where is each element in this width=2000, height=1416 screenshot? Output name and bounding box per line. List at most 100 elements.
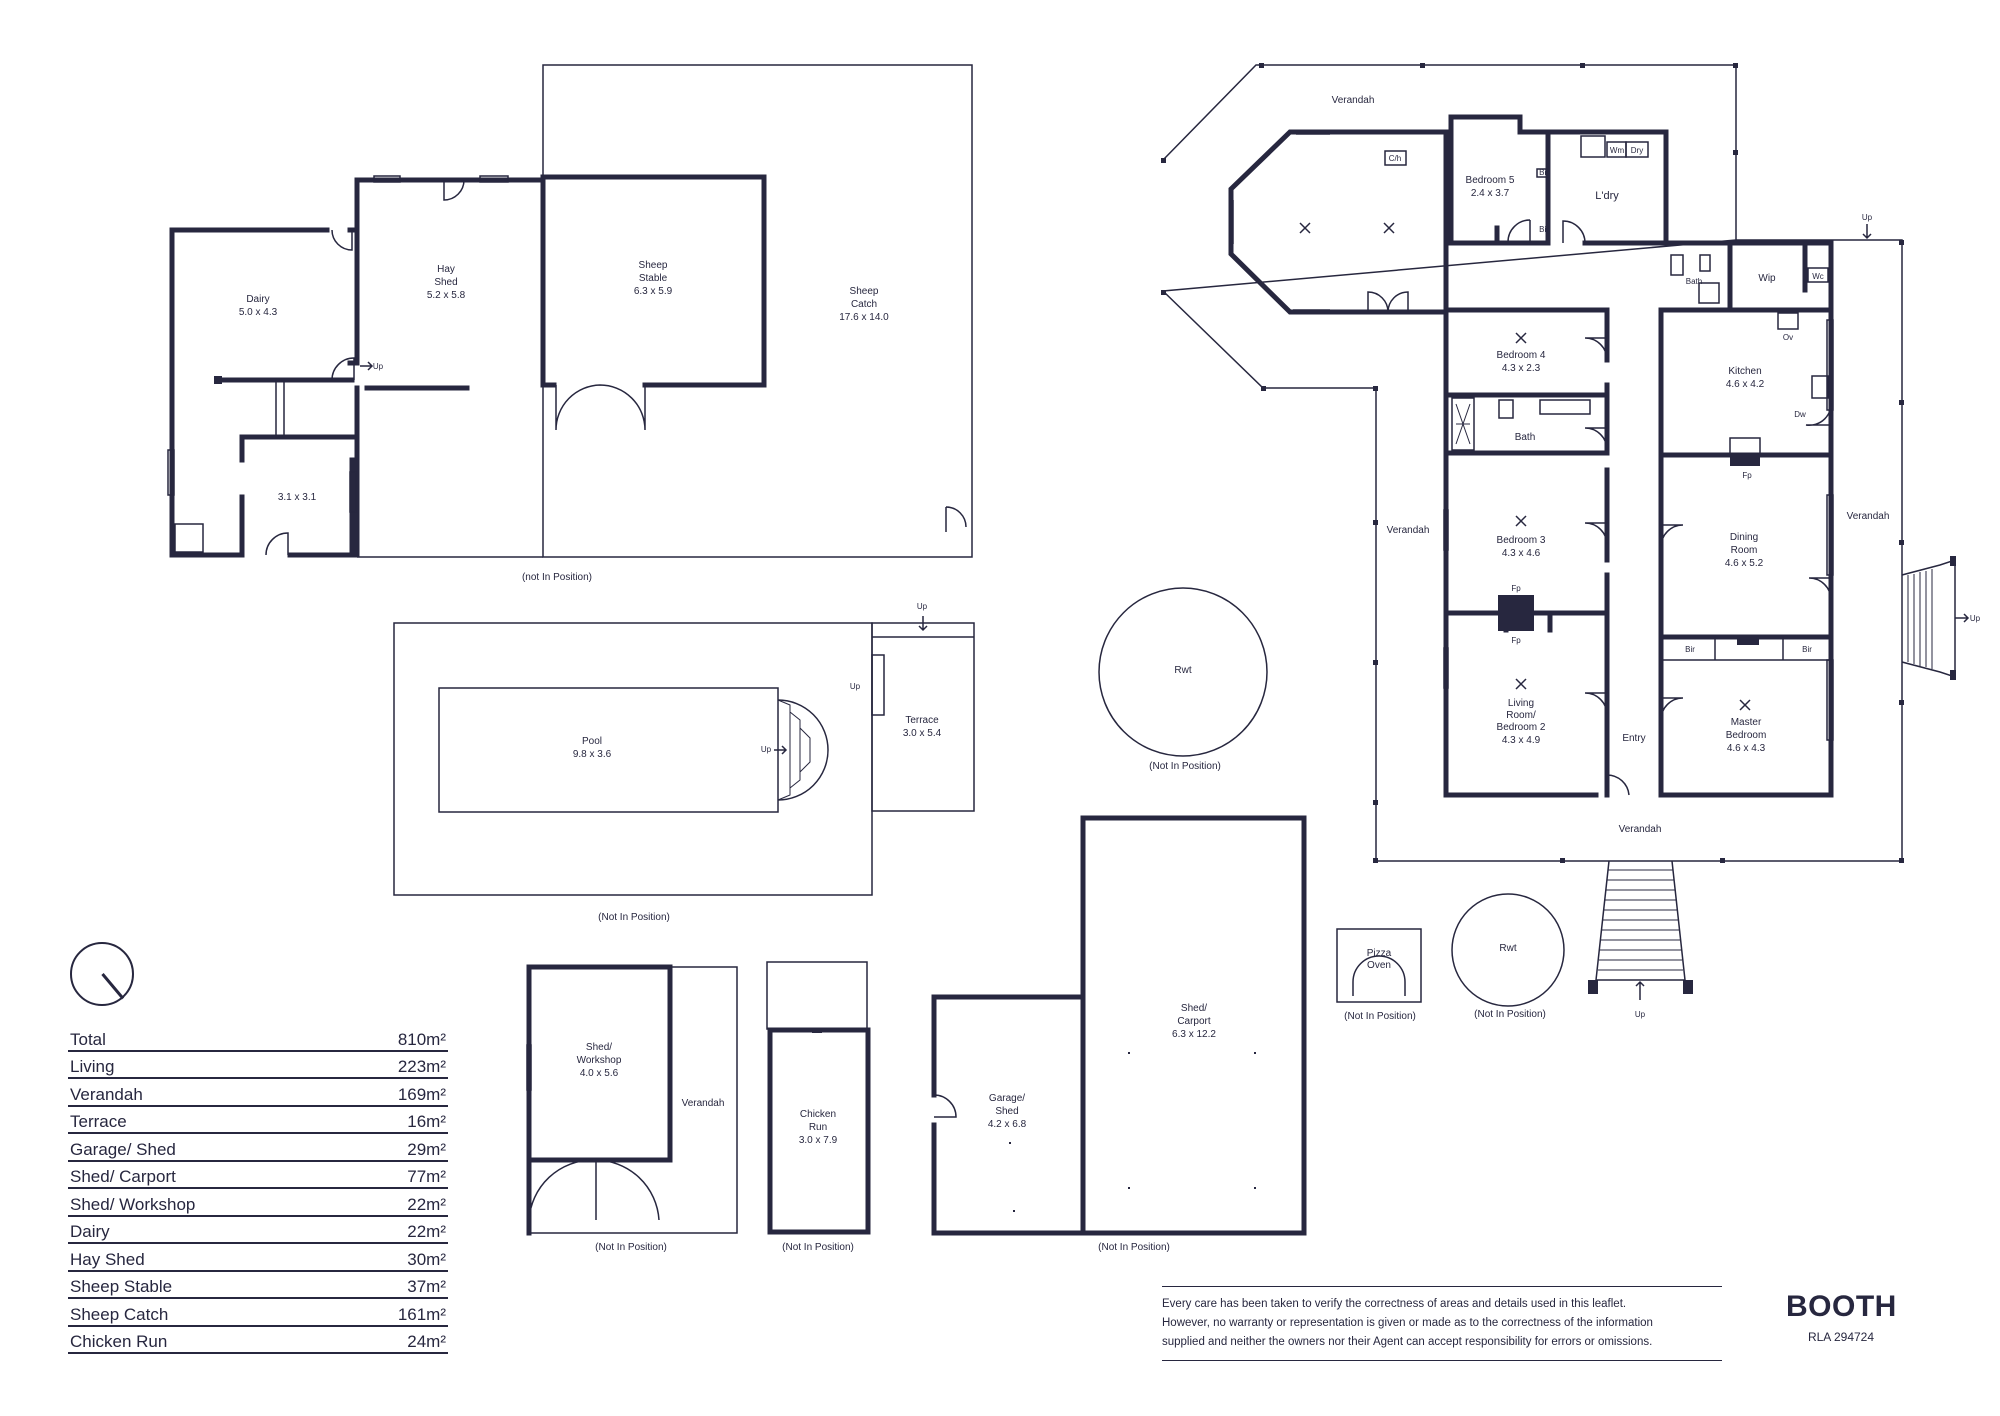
dairy-door-3 (265, 532, 289, 556)
living-window (1443, 647, 1449, 689)
family-room-windows (1232, 133, 1330, 311)
rwt-circle-2 (1451, 893, 1565, 1007)
area-value: 22m² (407, 1194, 446, 1214)
right-step-lines (1907, 569, 1933, 669)
area-label: Total (70, 1029, 106, 1049)
fp-label-1: Fp (1511, 584, 1521, 593)
garage-walls (931, 815, 1307, 1236)
verandah-left-label: Verandah (1387, 525, 1430, 536)
kitchen-label: Kitchen (1728, 366, 1761, 377)
area-value: 810m² (397, 1029, 446, 1049)
not-in-position-label-2: (Not In Position) (598, 912, 670, 923)
area-value: 77m² (407, 1167, 446, 1186)
sheep-stable-dims: 6.3 x 5.9 (634, 286, 673, 297)
laundry-sink (1580, 135, 1606, 158)
chicken-run-label-2: Run (809, 1122, 827, 1133)
master-fireplace (1737, 637, 1759, 645)
chicken-run-post (812, 1028, 822, 1033)
area-label: Terrace (70, 1112, 127, 1131)
dairy-dims: 5.0 x 4.3 (239, 307, 278, 318)
bedroom3-door (1584, 522, 1608, 546)
pizza-oven-label-1: Pizza (1367, 948, 1392, 959)
area-label: Hay Shed (70, 1249, 145, 1269)
dw-label: Dw (1794, 410, 1806, 419)
rwt-note-2: (Not In Position) (1474, 1009, 1546, 1020)
shed-workshop-label-1: Shed/ (586, 1042, 612, 1053)
room31-dims: 3.1 x 3.1 (278, 492, 317, 503)
dry-box (1625, 141, 1649, 158)
cooktop (1777, 312, 1799, 330)
rainwater-tank-2: Rwt (Not In Position) (1451, 893, 1565, 1020)
area-label: Sheep Catch (70, 1304, 169, 1324)
sheep-catch-label-2: Catch (851, 299, 877, 310)
ch-label: C/h (1389, 154, 1401, 163)
carport-note: (Not In Position) (1098, 1242, 1170, 1253)
bath-wc-fixture (1670, 254, 1684, 276)
sheep-stable-label-1: Sheep (639, 260, 668, 271)
main-house: C/h Wm Dry Bir Bir Bedroom 5 2.4 x 3.7 L… (1161, 63, 1981, 1019)
area-value: 169m² (397, 1084, 446, 1104)
wood-stove (1729, 437, 1761, 455)
bedroom5-fixture (1536, 168, 1548, 178)
area-row: Total 810m² (68, 1024, 448, 1052)
shed-workshop-label-2: Workshop (577, 1055, 622, 1066)
top-up-label: Up (1862, 213, 1873, 222)
chicken-run-walls (767, 1027, 871, 1235)
agency-rla: RLA 294724 (1807, 1330, 1875, 1344)
area-value: 22m² (407, 1222, 446, 1241)
bir-master-1: Bir (1685, 645, 1695, 654)
area-value: 30m² (407, 1249, 446, 1269)
fp-label-2: Fp (1511, 636, 1521, 645)
pizza-oven-note: (Not In Position) (1344, 1011, 1416, 1022)
dairy-post (214, 376, 222, 384)
dairy-walls (169, 227, 360, 558)
bedroom3-label: Bedroom 3 (1497, 535, 1546, 546)
garage-door (933, 1094, 957, 1118)
bir-laundry-2: Bir (1539, 225, 1549, 234)
disclaimer-line-1: Every care has been taken to verify the … (1162, 1298, 1627, 1310)
living-label-1: Living (1508, 698, 1534, 709)
north-compass-icon (70, 942, 134, 1006)
bedroom5-dims: 2.4 x 3.7 (1471, 188, 1510, 199)
bir-laundry: Bir (1539, 168, 1549, 177)
dairy-window-2 (349, 471, 357, 513)
front-step-lines (1598, 869, 1683, 971)
bath-basin (1699, 254, 1711, 272)
dining-door (1660, 524, 1684, 548)
area-label: Garage/ Shed (70, 1139, 176, 1159)
pool-steps-round (777, 699, 829, 801)
sheep-stable-doors (555, 384, 646, 431)
shed-workshop-window (526, 1044, 532, 1091)
hay-shed-door (443, 179, 465, 201)
dairy-door-2 (331, 357, 355, 381)
disclaimer-line-2: However, no warranty or representation i… (1162, 1317, 1653, 1329)
dry-label: Dry (1631, 146, 1643, 155)
bedroom4-label: Bedroom 4 (1497, 350, 1546, 361)
shed-workshop-dims: 4.0 x 5.6 (580, 1068, 619, 1079)
pool-steps (777, 699, 811, 801)
terrace-up-arrow-icon (918, 616, 928, 632)
step-post-2 (1950, 670, 1956, 680)
bedroom5-door (1507, 219, 1531, 243)
dairy-up-arrow-icon (360, 361, 374, 371)
bath-toilet (1498, 399, 1514, 419)
fp-label-3: Fp (1742, 471, 1752, 480)
kitchen-sink (1811, 375, 1829, 399)
dairy-door (331, 229, 353, 251)
sheep-catch-door (945, 506, 967, 532)
laundry-door (1562, 220, 1586, 244)
chicken-run: Chicken Run 3.0 x 7.9 (Not In Position) (766, 961, 871, 1253)
chicken-run-note: (Not In Position) (782, 1242, 854, 1253)
living-dims: 4.3 x 4.9 (1502, 735, 1541, 746)
garage-label-2: Shed (995, 1106, 1018, 1117)
pizza-oven: Pizza Oven (Not In Position) (1336, 928, 1422, 1022)
agency-logo: BOOTH (1786, 1290, 1897, 1323)
fireplace-bottom (1498, 613, 1534, 631)
right-up-arrow-icon (1955, 613, 1970, 623)
shed-workshop: Shed/ Workshop 4.0 x 5.6 Verandah (Not I… (526, 964, 738, 1253)
